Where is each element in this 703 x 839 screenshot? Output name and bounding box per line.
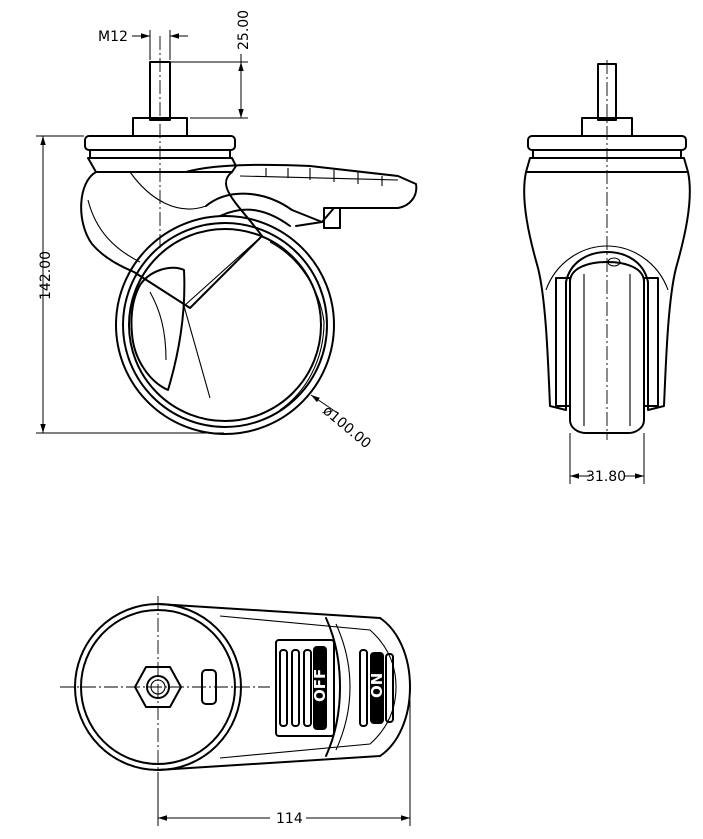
side-view xyxy=(80,36,418,435)
thread-dimension-label: M12 xyxy=(98,29,128,45)
brake-off-label: OFF xyxy=(311,669,329,702)
wheel-diameter-dimension-label: ø100.00 xyxy=(319,403,373,452)
front-view xyxy=(523,60,691,440)
front-view-dimensions: 31.80 xyxy=(569,433,645,485)
overall-length-dimension-label: 114 xyxy=(276,811,303,827)
brake-on-label: ON xyxy=(368,673,386,698)
overall-height-dimension-label: 142.00 xyxy=(38,251,54,300)
wheel-width-dimension-label: 31.80 xyxy=(586,469,626,485)
top-view-dimensions: 114 xyxy=(157,700,411,827)
stem-length-dimension-label: 25.00 xyxy=(236,10,252,50)
top-view: OFF ON xyxy=(60,596,411,778)
